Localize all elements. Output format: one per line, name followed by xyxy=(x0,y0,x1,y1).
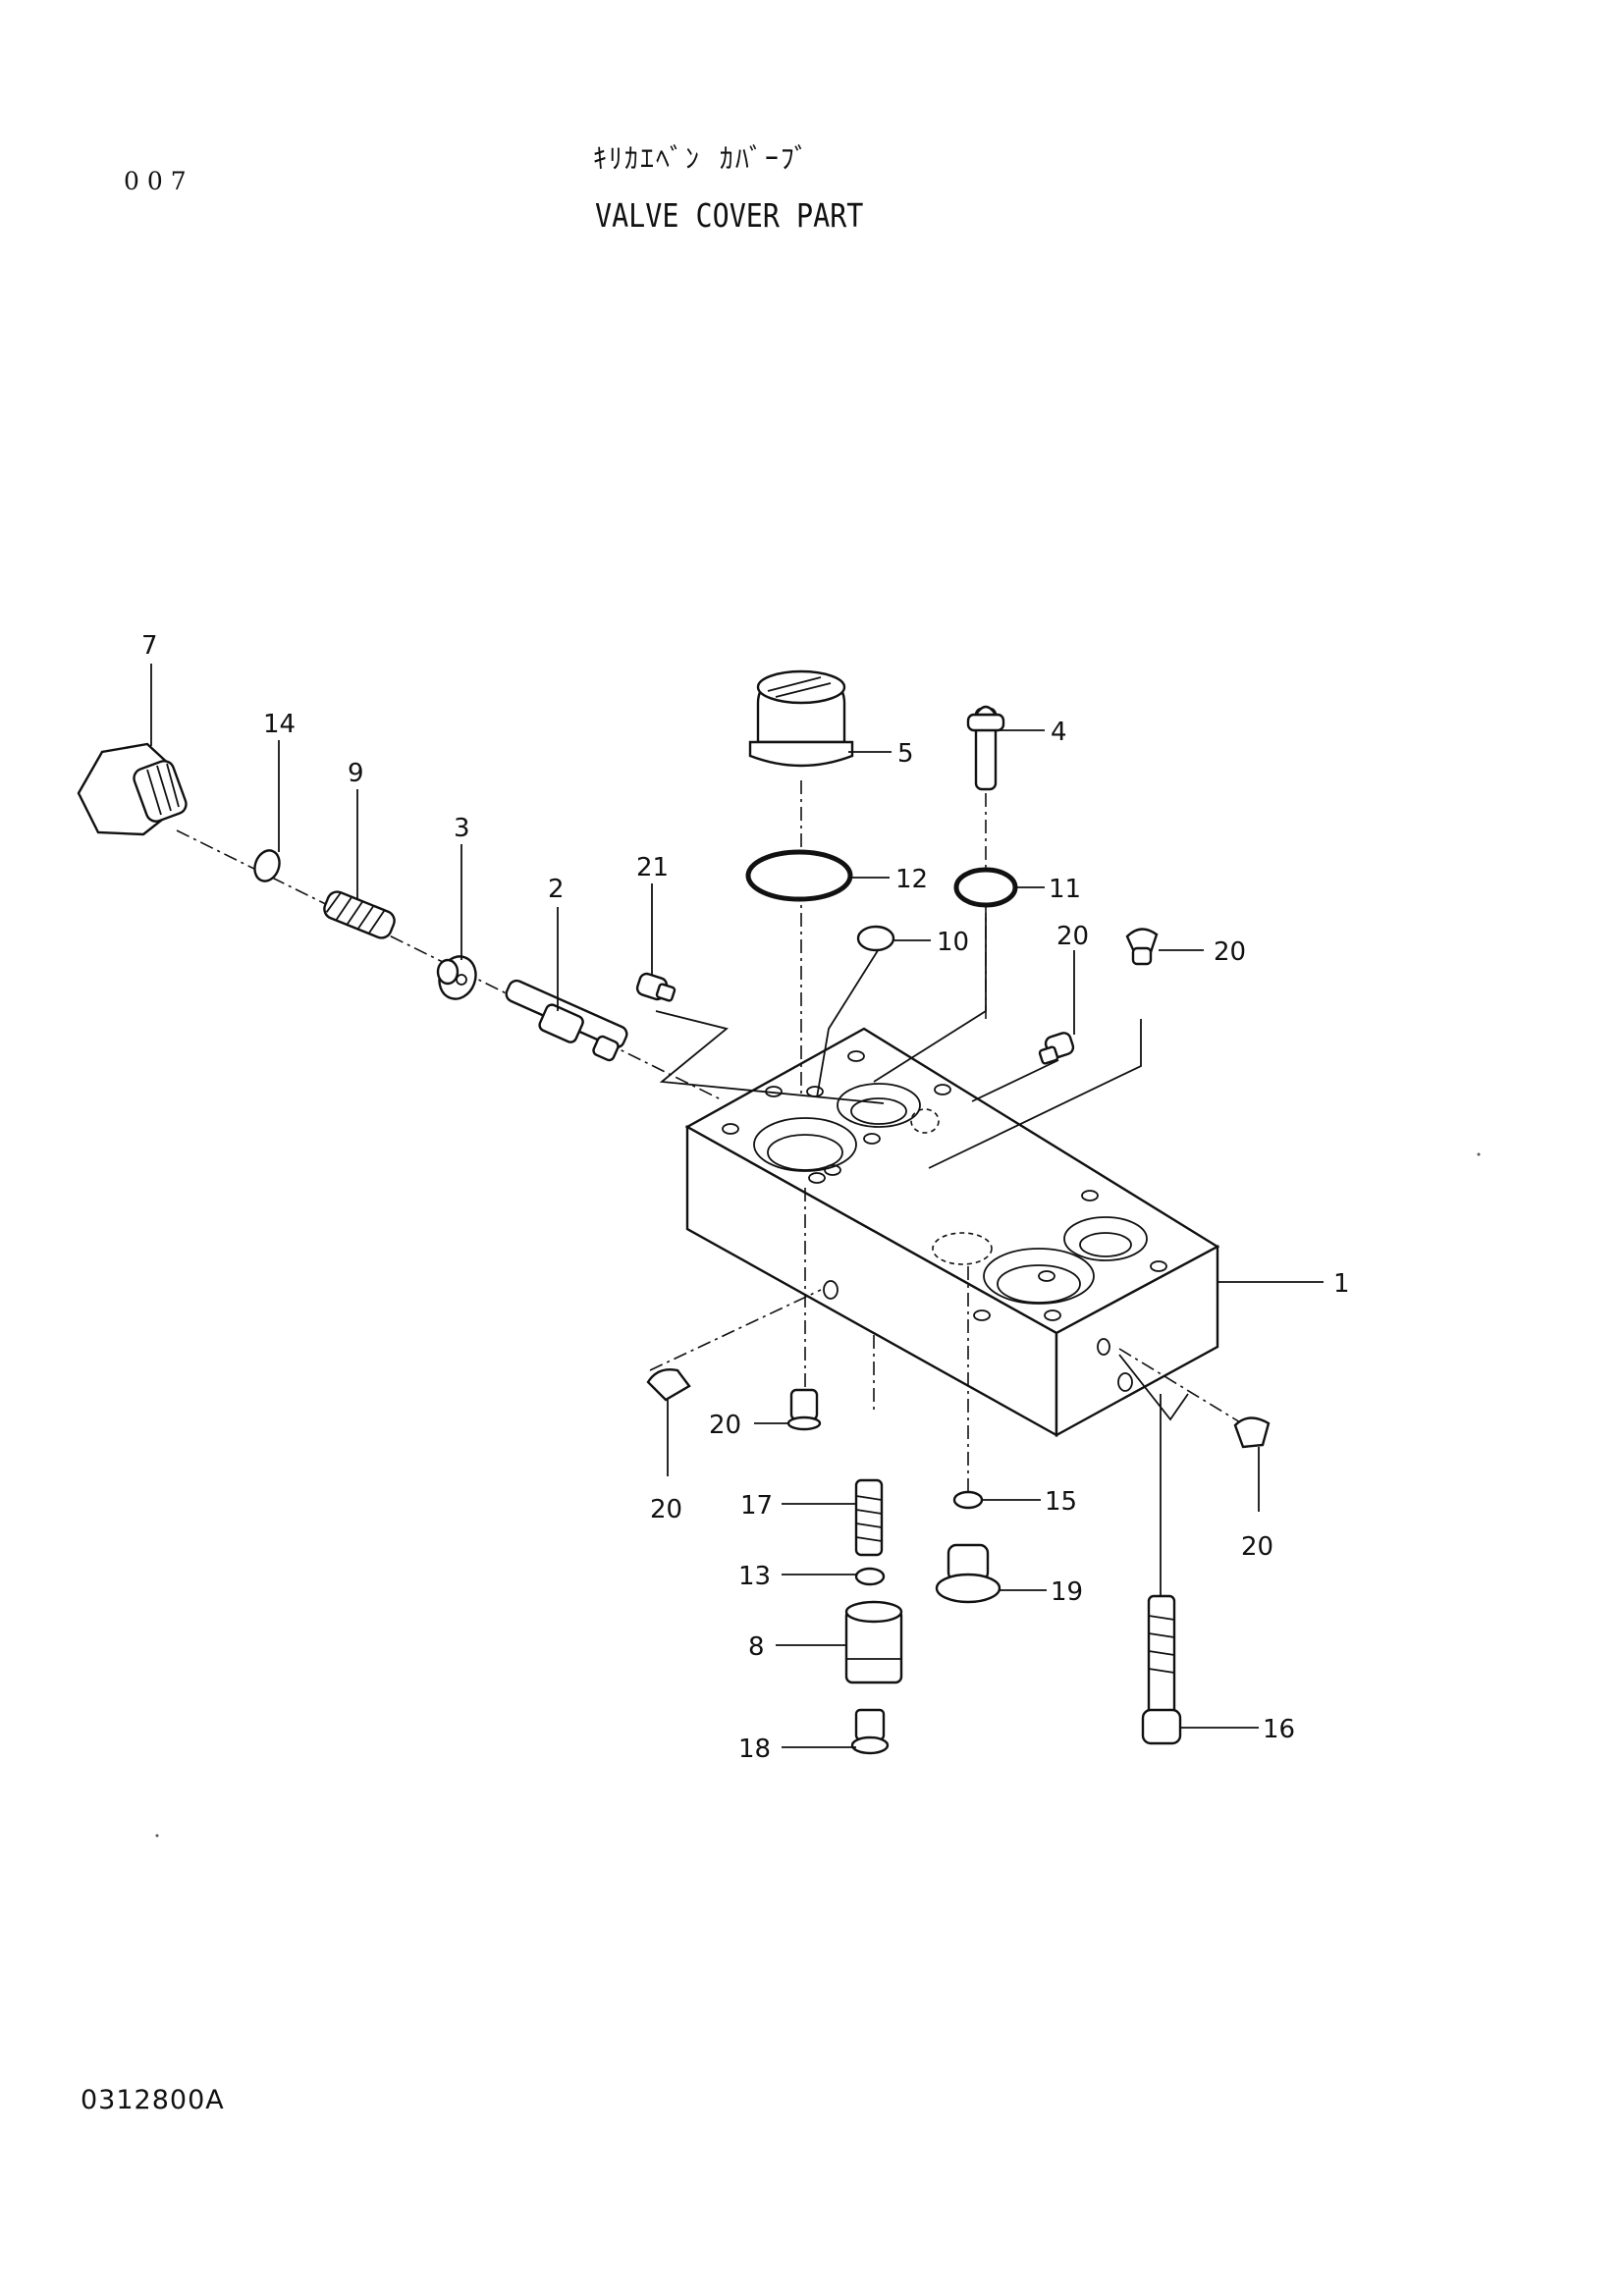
callout-8: 8 xyxy=(748,1632,765,1662)
callout-17: 17 xyxy=(740,1491,773,1521)
plug-part-18 xyxy=(850,1708,890,1755)
plug-part-20-left xyxy=(646,1368,691,1402)
bolt-part-16 xyxy=(1141,1594,1182,1745)
callout-19: 19 xyxy=(1051,1577,1083,1607)
o-ring-part-12 xyxy=(745,849,853,902)
callout-20-right: 20 xyxy=(1241,1532,1273,1562)
callout-10: 10 xyxy=(937,928,969,957)
callout-9: 9 xyxy=(348,759,364,788)
o-ring-part-14 xyxy=(253,849,281,882)
page-number: 007 xyxy=(124,167,194,195)
callout-20-upper-mid: 20 xyxy=(1056,922,1089,951)
callout-4: 4 xyxy=(1051,718,1067,747)
callout-18: 18 xyxy=(738,1735,771,1764)
plug-part-7 xyxy=(77,742,188,836)
callout-15: 15 xyxy=(1045,1487,1077,1517)
callout-7: 7 xyxy=(141,631,158,661)
plug-part-19 xyxy=(935,1543,1001,1604)
callout-21: 21 xyxy=(636,853,669,882)
callout-14: 14 xyxy=(263,710,296,739)
plug-part-20-right xyxy=(1233,1416,1271,1449)
sleeve-part-8 xyxy=(844,1600,903,1684)
callout-2: 2 xyxy=(548,875,565,904)
poppet-part-2 xyxy=(505,979,628,1062)
title-english: VALVE COVER PART xyxy=(595,196,864,235)
callout-3: 3 xyxy=(454,814,470,843)
callout-20-bottom: 20 xyxy=(709,1411,741,1440)
spring-seat-part-3 xyxy=(436,955,477,1000)
plug-part-20-upper-right xyxy=(1125,928,1159,966)
o-ring-part-15 xyxy=(952,1490,984,1510)
scan-speck xyxy=(155,1834,159,1838)
callout-1: 1 xyxy=(1333,1269,1350,1299)
drawing-code: 0312800A xyxy=(81,2085,225,2115)
callouts: 1 2 3 4 5 7 8 9 10 11 12 13 14 xyxy=(141,631,1350,1764)
spring-part-9 xyxy=(323,890,396,939)
callout-16: 16 xyxy=(1263,1715,1295,1744)
scan-speck xyxy=(1477,1152,1481,1156)
pin-part-4 xyxy=(966,705,1005,791)
callout-20-left: 20 xyxy=(650,1495,682,1524)
callout-11: 11 xyxy=(1049,875,1081,904)
callout-20-upper-right: 20 xyxy=(1214,937,1246,967)
set-screw-part-17 xyxy=(854,1478,884,1557)
o-ring-part-13 xyxy=(854,1567,886,1586)
seal-part-10 xyxy=(856,925,895,952)
plug-part-20-bottom xyxy=(786,1388,822,1431)
valve-cover-block xyxy=(684,1027,1220,1438)
plug-part-20-upper-mid xyxy=(1038,1032,1075,1065)
plug-part-21 xyxy=(635,972,676,1002)
title-japanese: ｷﾘｶｴﾍﾞﾝ ｶﾊﾞｰﾌﾞ xyxy=(593,142,810,175)
o-ring-part-11 xyxy=(953,867,1018,908)
callout-13: 13 xyxy=(738,1562,771,1591)
callout-5: 5 xyxy=(897,739,914,769)
callout-12: 12 xyxy=(895,865,928,894)
cap-part-5 xyxy=(748,669,854,768)
